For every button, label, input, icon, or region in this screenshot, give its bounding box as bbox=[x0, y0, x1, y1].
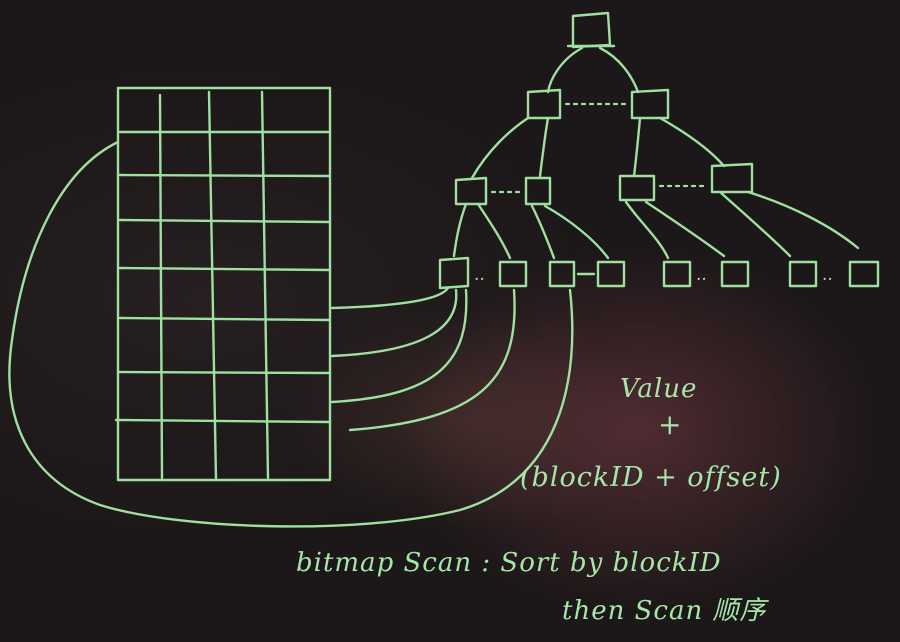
tree-edge bbox=[476, 202, 512, 260]
btree-index: .. .. .. bbox=[438, 11, 880, 290]
block-offset-note: (blockID + offset) bbox=[520, 462, 782, 493]
leaf-node bbox=[548, 260, 576, 288]
tree-edge bbox=[530, 204, 556, 260]
leaf-node bbox=[662, 260, 692, 288]
value-note: Value bbox=[620, 374, 698, 404]
tree-edge bbox=[746, 190, 860, 250]
leaf-ellipsis: .. bbox=[822, 265, 833, 285]
row-pointer bbox=[330, 288, 468, 404]
bitmap-scan-note: bitmap Scan : Sort by blockID bbox=[296, 548, 722, 578]
row-pointer-loop bbox=[8, 140, 574, 528]
plus-note: + bbox=[658, 408, 683, 441]
leaf-ellipsis: .. bbox=[474, 265, 485, 285]
inner-node bbox=[526, 88, 562, 120]
inner-node bbox=[630, 88, 670, 120]
tid-pointers bbox=[8, 140, 574, 528]
tree-edge bbox=[624, 200, 670, 260]
leaf-node bbox=[498, 260, 528, 288]
leaf-ellipsis: .. bbox=[696, 265, 707, 285]
table-row-line bbox=[114, 418, 332, 424]
table-row-line bbox=[118, 316, 332, 322]
inner-node bbox=[618, 174, 656, 202]
heap-table bbox=[114, 86, 332, 482]
tree-edge bbox=[598, 46, 640, 94]
table-row-line bbox=[118, 173, 332, 178]
leaf-node bbox=[788, 260, 818, 288]
leaf-node bbox=[438, 256, 470, 290]
table-border bbox=[116, 86, 332, 482]
leaf-node bbox=[720, 260, 750, 288]
then-scan-note: then Scan 顺序 bbox=[562, 596, 767, 626]
leaf-node bbox=[848, 260, 880, 288]
tree-edge bbox=[452, 202, 468, 258]
table-column-line bbox=[158, 93, 164, 480]
table-row-line bbox=[118, 218, 332, 224]
row-pointer bbox=[330, 288, 458, 358]
tree-edge bbox=[546, 46, 584, 94]
table-row-line bbox=[116, 370, 332, 375]
tree-edge bbox=[718, 190, 792, 258]
root-node bbox=[571, 11, 612, 49]
table-column-line bbox=[207, 90, 218, 482]
table-column-line bbox=[260, 90, 270, 480]
tree-edge bbox=[543, 204, 610, 260]
inner-node bbox=[524, 176, 552, 206]
inner-node bbox=[454, 176, 488, 206]
tree-edge bbox=[470, 116, 530, 180]
tree-edge bbox=[632, 116, 642, 178]
tree-edge bbox=[538, 116, 550, 178]
tree-edge bbox=[644, 200, 726, 258]
tree-edge bbox=[658, 116, 726, 168]
row-pointer bbox=[330, 286, 450, 310]
row-pointer bbox=[348, 288, 516, 432]
inner-node bbox=[710, 162, 754, 194]
table-row-line bbox=[118, 266, 332, 272]
leaf-node bbox=[596, 260, 626, 288]
